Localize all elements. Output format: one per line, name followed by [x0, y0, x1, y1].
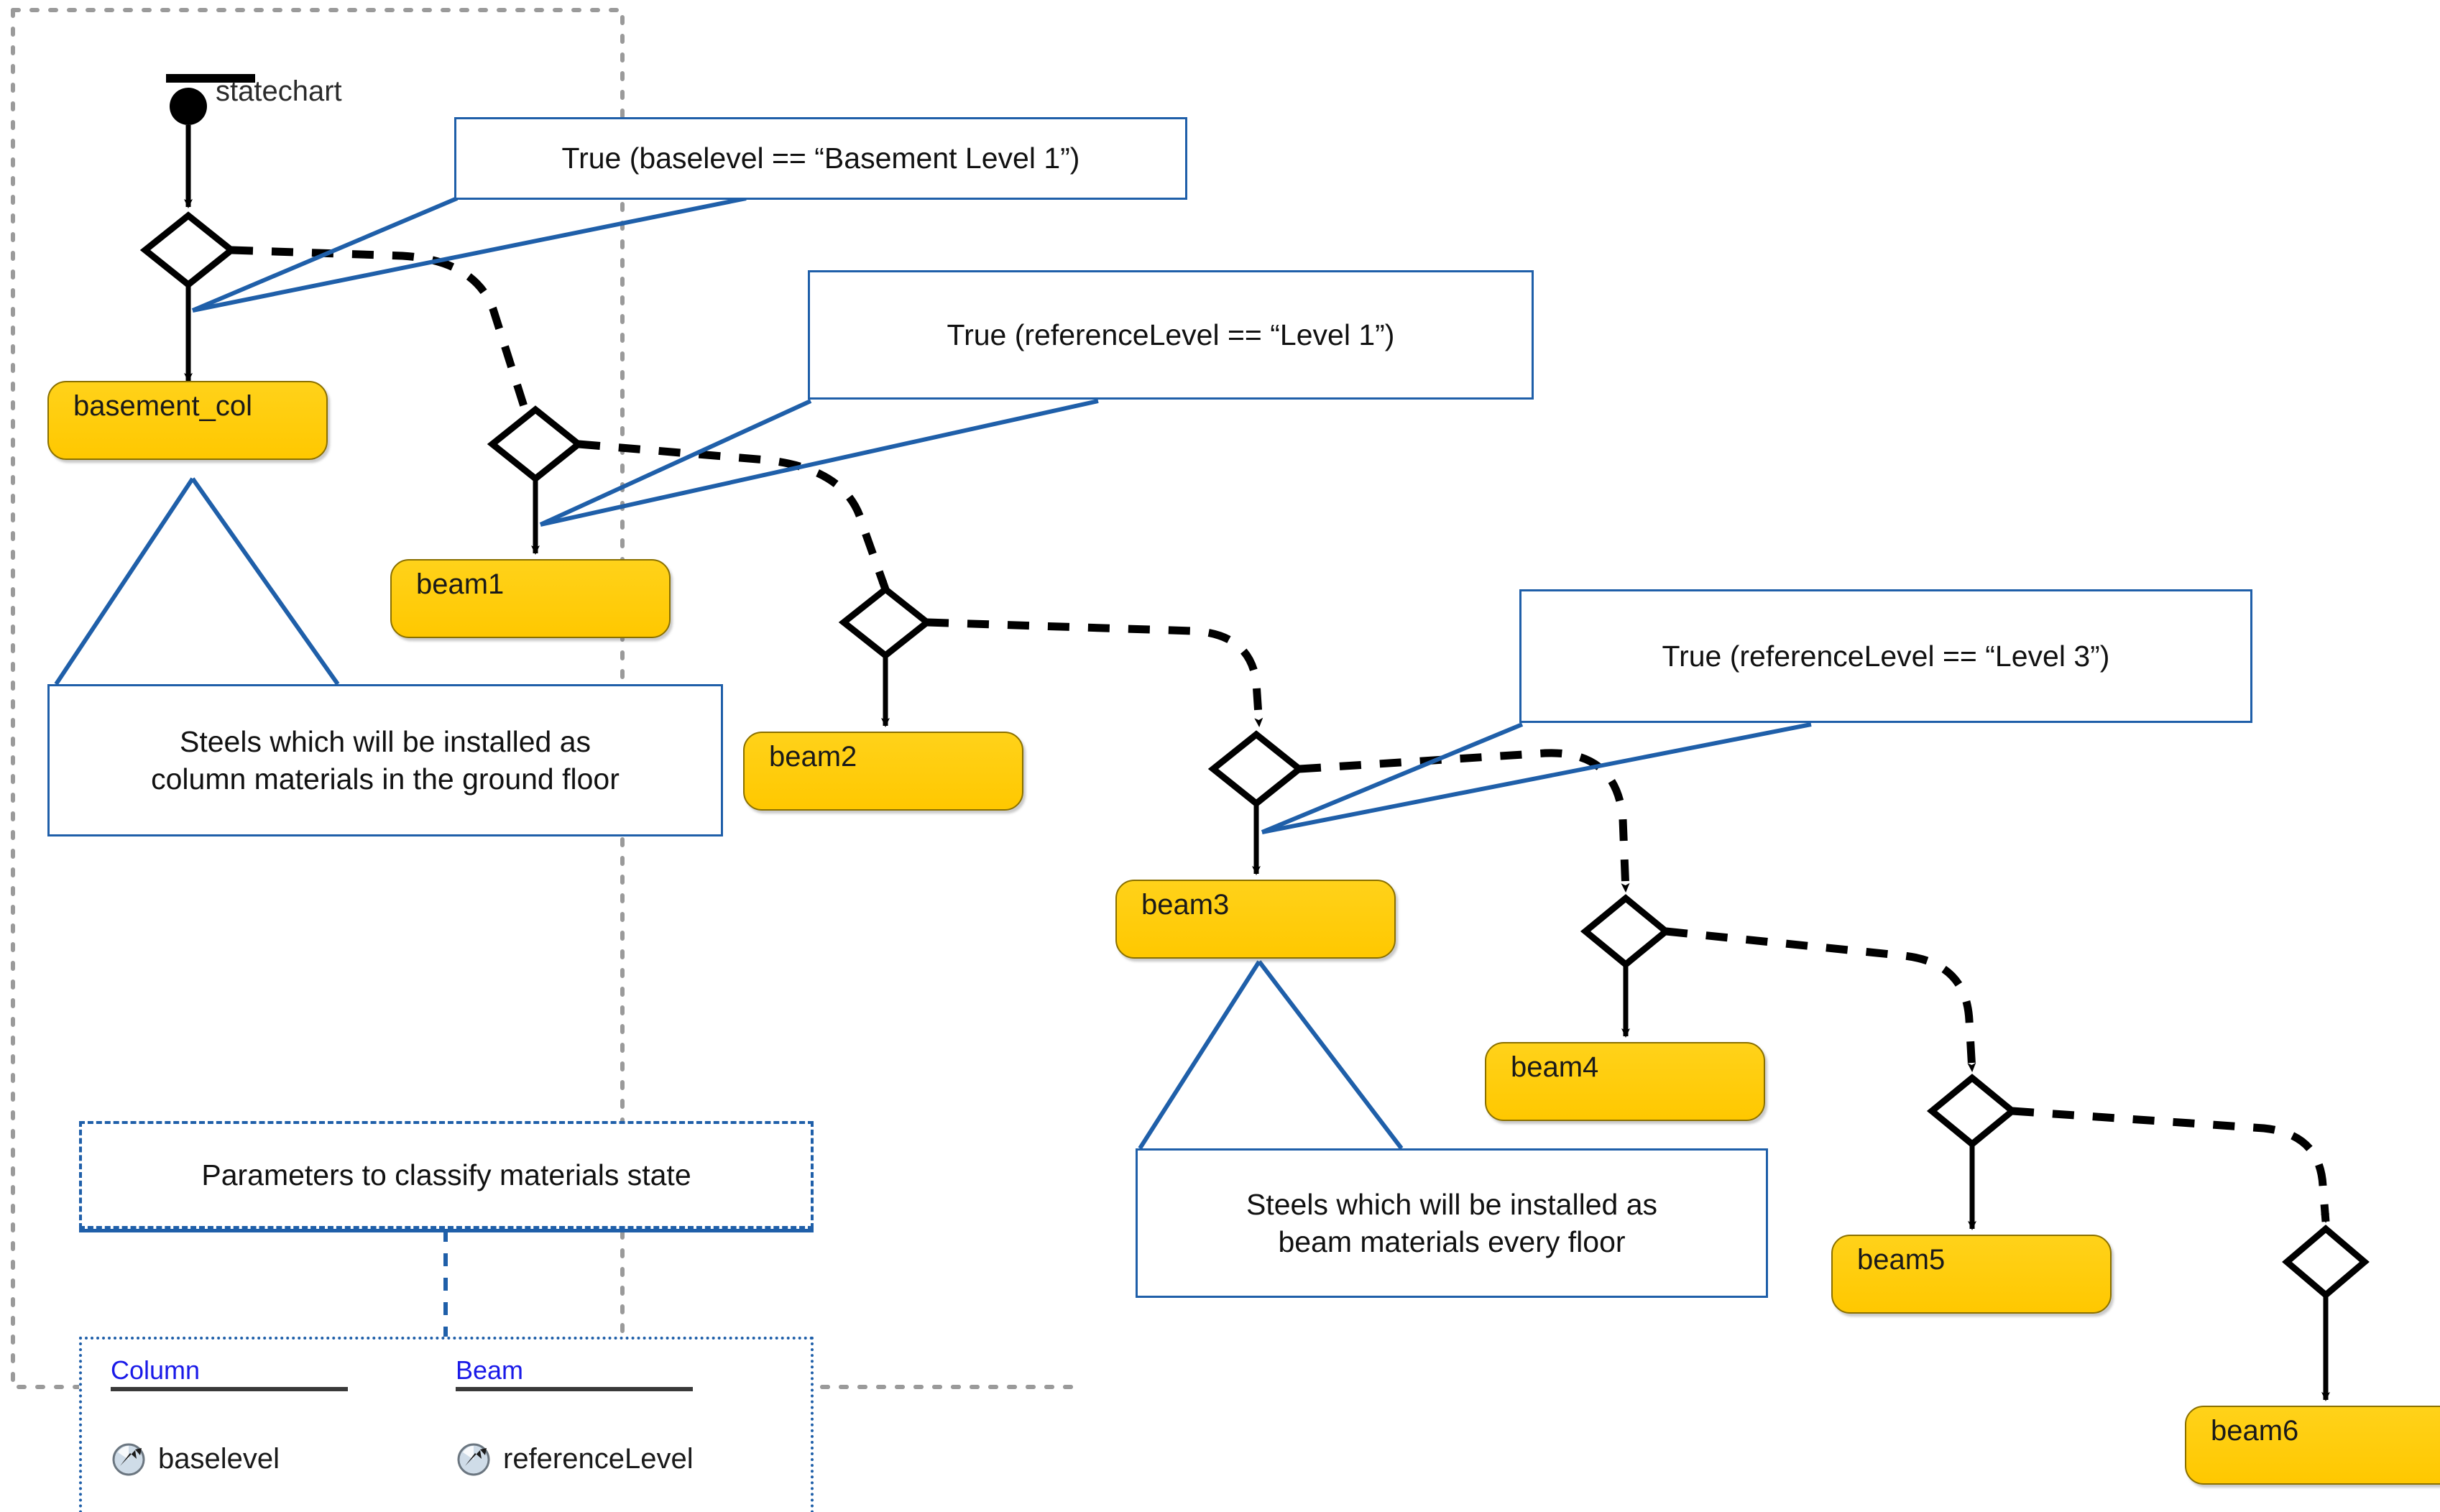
guard-callout-1: True (baselevel == “Basement Level 1”) [454, 117, 1187, 200]
annotation-note-beam: Steels which will be installed as beam m… [1136, 1148, 1768, 1298]
state-label-basement-col: basement_col [73, 390, 253, 422]
legend-item-label-referencelevel: referenceLevel [503, 1442, 694, 1475]
legend-column-beam: Beam referenceLevel [456, 1355, 793, 1476]
state-node-beam4[interactable]: beam4 [1485, 1042, 1765, 1121]
state-label-beam2: beam2 [769, 741, 857, 773]
legend-heading-rule-column [111, 1387, 348, 1391]
decision-node-6 [1926, 1074, 2018, 1148]
guard1-leader-lines [191, 196, 747, 313]
legend-body-box: Column baselevel Beam [79, 1337, 814, 1512]
state-label-beam6: beam6 [2211, 1415, 2299, 1447]
guard3-leader-lines [1261, 722, 1812, 834]
transition-decision5-to-decision6 [1665, 927, 1976, 1072]
state-node-beam2[interactable]: beam2 [743, 732, 1023, 811]
state-node-beam1[interactable]: beam1 [390, 559, 671, 638]
guard-callout-3: True (referenceLevel == “Level 3”) [1519, 589, 2252, 723]
note-column-leader-lines [54, 477, 340, 686]
state-node-beam3[interactable]: beam3 [1115, 880, 1396, 959]
legend-column-column: Column baselevel [111, 1355, 420, 1476]
legend-heading-column: Column [111, 1355, 201, 1385]
decision-node-2 [487, 405, 584, 483]
legend-item-baselevel[interactable]: baselevel [111, 1440, 280, 1478]
legend-title-text: Parameters to classify materials state [201, 1158, 691, 1191]
decision-node-1 [139, 211, 237, 289]
transition-decision6-to-decision7 [2012, 1107, 2330, 1223]
state-label-beam5: beam5 [1857, 1244, 1946, 1276]
legend-item-referencelevel[interactable]: referenceLevel [456, 1440, 694, 1478]
legend-heading-beam: Beam [456, 1355, 524, 1385]
state-node-beam6[interactable]: beam6 [2185, 1406, 2440, 1485]
initial-pseudostate [166, 74, 255, 125]
annotation-note-column-text: Steels which will be installed as column… [151, 724, 620, 796]
transition-decision3-to-decision4 [926, 618, 1263, 727]
legend-heading-column-wrap: Column [111, 1355, 420, 1393]
legend-connector [79, 1225, 814, 1337]
state-label-beam4: beam4 [1511, 1051, 1599, 1083]
legend-title-box: Parameters to classify materials state [79, 1121, 814, 1229]
transition-decision1-to-decision2 [231, 246, 536, 433]
composite-state-container [11, 8, 1074, 1389]
guard-callout-1-text: True (baselevel == “Basement Level 1”) [561, 142, 1080, 175]
annotation-note-beam-text: Steels which will be installed as beam m… [1246, 1187, 1657, 1258]
transition-decision4-to-decision5 [1299, 749, 1630, 893]
state-node-beam5[interactable]: beam5 [1831, 1235, 2112, 1314]
annotation-note-column: Steels which will be installed as column… [47, 684, 723, 836]
decision-node-4 [1207, 730, 1305, 808]
state-node-basement-col[interactable]: basement_col [47, 381, 328, 460]
decision-node-7 [2282, 1225, 2370, 1299]
decision-node-5 [1580, 894, 1672, 969]
transition-decision2-to-decision3 [578, 440, 890, 591]
legend-heading-beam-wrap: Beam [456, 1355, 793, 1393]
parameter-icon [456, 1440, 493, 1478]
legend-heading-rule-beam [456, 1387, 693, 1391]
state-label-beam3: beam3 [1141, 889, 1230, 921]
note-beam-leader-lines [1138, 960, 1404, 1150]
state-label-beam1: beam1 [416, 568, 505, 600]
legend-item-label-baselevel: baselevel [158, 1442, 280, 1475]
guard-callout-2: True (referenceLevel == “Level 1”) [808, 270, 1534, 400]
guard-callout-3-text: True (referenceLevel == “Level 3”) [1662, 639, 2110, 673]
guard-callout-2-text: True (referenceLevel == “Level 1”) [947, 318, 1395, 351]
guard2-leader-lines [539, 399, 1099, 527]
initial-state-label: statechart [216, 75, 342, 107]
decision-node-3 [838, 585, 933, 660]
parameter-icon [111, 1440, 148, 1478]
